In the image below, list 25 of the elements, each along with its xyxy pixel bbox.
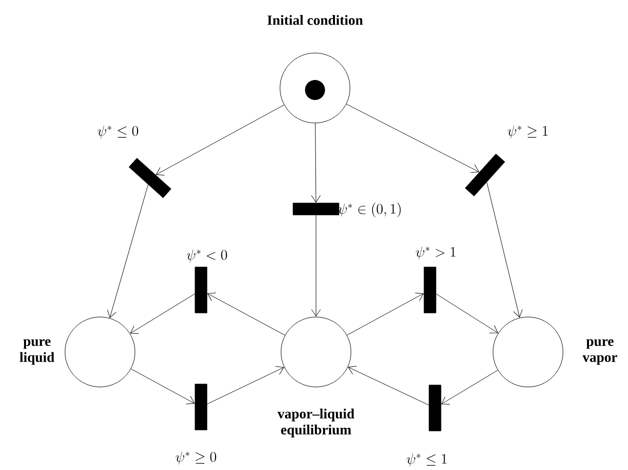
arrow [348,366,430,406]
place-label: pure vapor [582,339,618,365]
arrow [206,366,284,404]
transition-label: $\psi^* \leq 1$ [406,454,447,467]
transition-label: $\psi^* < 0$ [186,250,227,263]
transition-label: $\psi^* \geq 0$ [176,452,216,465]
arrow [107,184,148,318]
arrow [130,368,195,404]
transition-label: $\psi^* \leq 0$ [98,126,138,139]
arrow [436,294,498,334]
arrow [346,104,480,173]
place-label: Initial condition [267,15,363,25]
arrow [441,370,498,405]
place-label: pure liquid [20,339,54,365]
transition-label: $\psi^* \geq 1$ [508,126,548,139]
transition-label: $\psi^* > 1$ [416,246,456,260]
transition-label: $\psi^* \in (0,1)$ [338,202,401,218]
arrow [207,292,286,336]
arrow [156,104,284,176]
place-label: vapor–liquid equilibrium [278,408,354,438]
arrow [486,182,523,318]
arrow [346,292,424,336]
arrow [311,123,321,203]
arrow [130,294,196,334]
arrow [311,214,321,317]
